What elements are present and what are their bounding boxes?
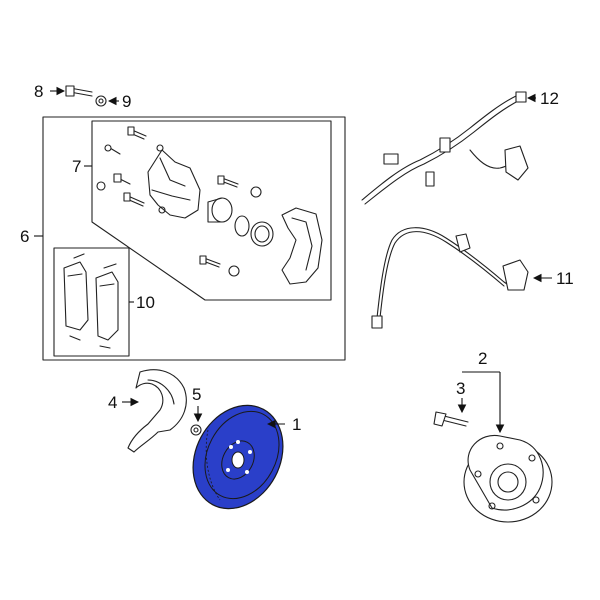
callout-5: 5 [192, 385, 201, 404]
screw-part-5 [190, 406, 203, 436]
callout-8: 8 [34, 82, 43, 101]
brake-rotor-part-1[interactable] [176, 390, 301, 525]
caliper-small-bolts [96, 126, 262, 207]
callout-1: 1 [292, 415, 301, 434]
bolt-part-8 [50, 85, 93, 97]
callout-6: 6 [20, 227, 29, 246]
caliper-subassembly-frame [91, 120, 332, 301]
callout-4: 4 [108, 393, 117, 412]
caliper-housing-part [147, 144, 201, 219]
nut-part-9 [95, 95, 119, 107]
caliper-kit-frame [42, 116, 346, 361]
dust-shield-part-4 [122, 369, 187, 453]
callout-2: 2 [478, 349, 487, 368]
piston-seal-parts [207, 197, 274, 247]
callout-3: 3 [456, 379, 465, 398]
caliper-bracket-part [281, 207, 323, 285]
abs-sensor-part-11 [371, 227, 552, 329]
wheel-stud-part-3 [433, 398, 469, 427]
callout-11: 11 [556, 269, 574, 288]
callout-9: 9 [122, 92, 131, 111]
hub-bearing-part-2 [462, 371, 553, 523]
abs-harness-part-12 [361, 91, 536, 205]
brake-pads-part [63, 253, 119, 349]
callout-7: 7 [72, 157, 81, 176]
guide-pins [199, 255, 240, 277]
callout-10: 10 [136, 293, 155, 312]
callout-12: 12 [540, 89, 559, 108]
